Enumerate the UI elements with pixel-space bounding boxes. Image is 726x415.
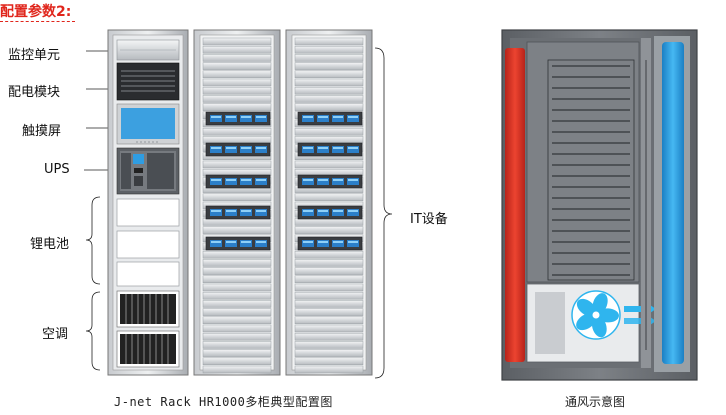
server-unit	[297, 174, 363, 189]
blank-panel	[294, 349, 364, 357]
server-unit	[205, 111, 271, 126]
blank-panel	[294, 78, 364, 87]
server-unit	[297, 111, 363, 126]
blank-panel	[202, 259, 272, 267]
blank-panel	[202, 341, 272, 349]
blank-panel	[202, 267, 272, 275]
blank-panel	[294, 283, 364, 292]
blank-panel	[202, 332, 272, 341]
server-unit	[205, 174, 271, 189]
blank-panel	[202, 357, 272, 366]
blank-panel	[294, 332, 364, 341]
server-unit	[205, 236, 271, 251]
blank-panel	[294, 160, 364, 169]
blank-panel	[202, 37, 272, 46]
cabinet-it-1	[193, 29, 281, 376]
blank-panel	[202, 95, 272, 103]
blank-panel	[294, 365, 364, 374]
blank-panel	[202, 78, 272, 87]
blank-panel	[202, 103, 272, 111]
blank-panel	[202, 324, 272, 333]
blank-panel	[202, 70, 272, 79]
label-ups: UPS	[44, 162, 70, 177]
blank-panel	[294, 45, 364, 54]
fan-icon	[571, 290, 621, 340]
airflow-cabinet	[501, 29, 698, 381]
blank-panel	[294, 291, 364, 300]
blank-panel	[202, 316, 272, 325]
label-pointer-lines	[84, 47, 393, 379]
label-air-conditioner: 空调	[42, 327, 69, 342]
blank-panel	[202, 283, 272, 292]
blank-panel	[294, 218, 364, 226]
blank-panel	[202, 86, 272, 95]
label-touch-screen: 触摸屏	[22, 124, 62, 139]
blank-panel	[294, 54, 364, 62]
blank-panel	[294, 357, 364, 366]
blank-panel	[294, 95, 364, 103]
blank-panel	[202, 349, 272, 357]
blank-panel	[202, 291, 272, 300]
blank-panel	[294, 127, 364, 136]
blank-panel	[202, 45, 272, 54]
server-units	[205, 111, 363, 251]
ups-display	[133, 154, 144, 164]
server-unit	[205, 205, 271, 220]
cold-air-channel	[662, 42, 684, 364]
blank-panel	[202, 193, 272, 202]
cabinet-it-2	[285, 29, 373, 376]
blank-panel	[294, 193, 364, 202]
blank-panel	[294, 267, 364, 275]
blank-panel	[294, 103, 364, 111]
blank-panel	[294, 62, 364, 70]
blank-panel	[202, 62, 272, 70]
hot-air-channel	[505, 48, 525, 362]
cabinet-infrastructure	[107, 29, 189, 376]
blank-panel	[294, 70, 364, 79]
blank-panel	[202, 300, 272, 308]
blank-panel	[202, 308, 272, 316]
touch-screen-display	[121, 108, 175, 139]
blank-panel	[294, 259, 364, 267]
caption-airflow: 通风示意图	[565, 395, 626, 409]
blank-panel	[202, 127, 272, 136]
blank-panel	[294, 136, 364, 144]
page-heading: 配置参数2:	[0, 4, 76, 22]
label-pdu-module: 配电模块	[8, 85, 61, 100]
blank-panel	[294, 250, 364, 259]
caption-rack-config: J-net Rack HR1000多柜典型配置图	[114, 395, 333, 409]
blank-panel	[294, 308, 364, 316]
blank-panel	[202, 365, 272, 374]
blank-panel	[294, 37, 364, 46]
blank-panel	[202, 54, 272, 62]
blank-panel	[202, 136, 272, 144]
label-monitor-unit: 监控单元	[8, 48, 61, 63]
blank-panel	[294, 316, 364, 325]
server-unit	[297, 205, 363, 220]
server-unit	[205, 142, 271, 157]
blank-panel	[202, 275, 272, 284]
label-lithium-battery: 锂电池	[30, 237, 70, 252]
label-it-equipment: IT设备	[410, 212, 448, 227]
server-unit	[297, 142, 363, 157]
blank-panel	[294, 341, 364, 349]
blank-panel	[202, 226, 272, 234]
blank-panel	[202, 160, 272, 169]
blank-panel	[294, 86, 364, 95]
blank-panel	[202, 218, 272, 226]
blank-panel	[294, 324, 364, 333]
blank-panel	[294, 275, 364, 284]
blank-panel	[294, 226, 364, 234]
blank-panel	[202, 250, 272, 259]
server-unit	[297, 236, 363, 251]
blank-panel	[294, 300, 364, 308]
